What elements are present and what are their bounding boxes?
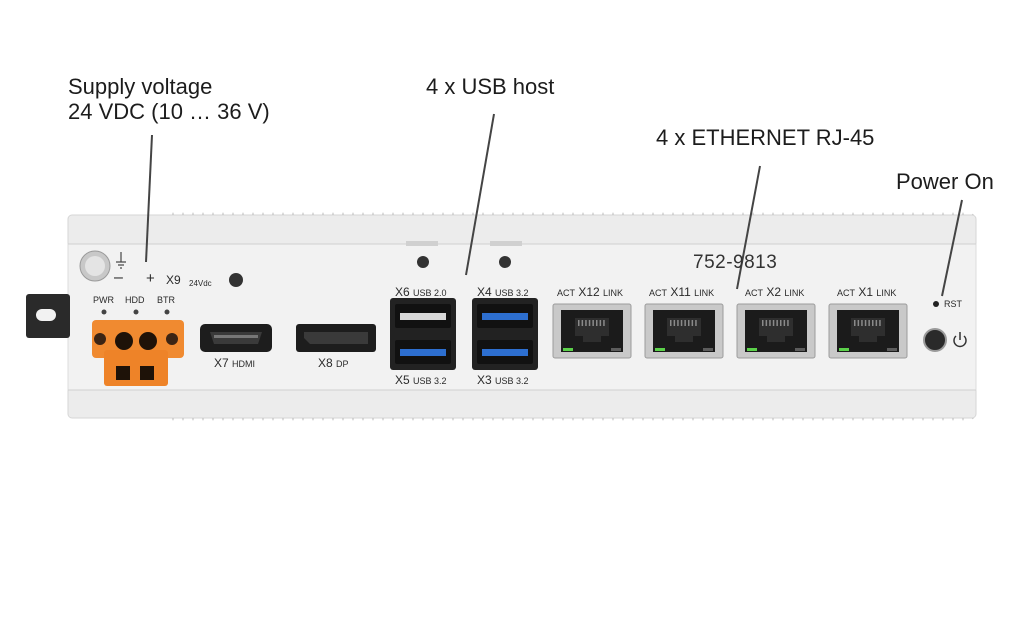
usb-type-x5: USB 3.2 bbox=[413, 376, 447, 386]
hdmi-port bbox=[200, 324, 272, 352]
eth-link-x1: LINK bbox=[876, 288, 897, 298]
eth-link-x2: LINK bbox=[784, 288, 805, 298]
eth-label-x12: ACT X12 LINK bbox=[557, 285, 623, 299]
hdmi-label: X7 HDMI bbox=[214, 356, 255, 370]
usb-type-x6: USB 2.0 bbox=[413, 288, 447, 298]
led-btr bbox=[164, 309, 170, 315]
eth-act-x1: ACT bbox=[837, 288, 855, 298]
supply-callout-line2: 24 VDC (10 … 36 V) bbox=[68, 99, 270, 124]
supply-callout-line1: Supply voltage bbox=[68, 74, 213, 99]
hdmi-connector-name: X7 bbox=[214, 356, 229, 370]
minus-sign: – bbox=[114, 269, 123, 286]
usb-name-x4: X4 bbox=[477, 285, 492, 299]
eth-name-x2: X2 bbox=[766, 285, 782, 299]
supply-indicator-hole bbox=[229, 273, 243, 287]
usb-name-x6: X6 bbox=[395, 285, 410, 299]
dp-connector-name: X8 bbox=[318, 356, 333, 370]
din-bracket bbox=[26, 294, 70, 338]
usb-screw-hole-left bbox=[417, 256, 429, 268]
rst-label: RST bbox=[944, 299, 962, 309]
usb-screw-hole-right bbox=[499, 256, 511, 268]
dp-type: DP bbox=[336, 359, 349, 369]
dp-label: X8 DP bbox=[318, 356, 349, 370]
ground-screw bbox=[79, 250, 111, 282]
eth-act-x11: ACT bbox=[649, 288, 667, 298]
led-label-pwr: PWR bbox=[93, 295, 114, 305]
usb-type-x4: USB 3.2 bbox=[495, 288, 529, 298]
usb-stack-left bbox=[390, 298, 456, 370]
usb-label-x3: X3 USB 3.2 bbox=[477, 373, 529, 387]
ground-symbol-icon bbox=[116, 252, 126, 269]
eth-name-x11: X11 bbox=[670, 285, 691, 299]
hdmi-type: HDMI bbox=[232, 359, 256, 369]
ethernet-ports bbox=[552, 303, 908, 359]
plus-sign: + bbox=[146, 270, 155, 287]
ethernet-port-x11 bbox=[644, 303, 724, 359]
usb-leader-line bbox=[465, 113, 495, 276]
supply-leader-line bbox=[145, 134, 153, 263]
usb-callout: 4 x USB host bbox=[426, 74, 555, 99]
usb-stack-right bbox=[472, 298, 538, 370]
usb-name-x5: X5 bbox=[395, 373, 410, 387]
power-callout: Power On bbox=[896, 169, 994, 194]
eth-link-x12: LINK bbox=[603, 288, 624, 298]
usb-label-x5: X5 USB 3.2 bbox=[395, 373, 447, 387]
eth-link-x11: LINK bbox=[694, 288, 715, 298]
ethernet-callout: 4 x ETHERNET RJ-45 bbox=[656, 125, 875, 150]
usb-label-x4: X4 USB 3.2 bbox=[477, 285, 529, 299]
supply-terminal bbox=[92, 320, 184, 386]
eth-label-x1: ACT X1 LINK bbox=[837, 285, 896, 299]
eth-act-x12: ACT bbox=[557, 288, 575, 298]
supply-voltage-callout: Supply voltage 24 VDC (10 … 36 V) bbox=[68, 74, 270, 124]
eth-act-x2: ACT bbox=[745, 288, 763, 298]
rst-led bbox=[933, 301, 939, 307]
usb-label-x6: X6 USB 2.0 bbox=[395, 285, 447, 299]
eth-name-x12: X12 bbox=[578, 285, 600, 299]
power-leader-line bbox=[941, 199, 963, 297]
displayport-port bbox=[296, 324, 376, 352]
model-number: 752-9813 bbox=[693, 252, 778, 273]
eth-label-x2: ACT X2 LINK bbox=[745, 285, 804, 299]
led-label-btr: BTR bbox=[157, 295, 175, 305]
supply-rating: 24Vdc bbox=[189, 279, 212, 288]
usb-name-x3: X3 bbox=[477, 373, 492, 387]
usb-type-x3: USB 3.2 bbox=[495, 376, 529, 386]
eth-label-x11: ACT X11 LINK bbox=[649, 285, 714, 299]
power-button bbox=[923, 328, 947, 352]
ethernet-port-x2 bbox=[736, 303, 816, 359]
led-pwr bbox=[101, 309, 107, 315]
ethernet-port-x12 bbox=[552, 303, 632, 359]
led-hdd bbox=[133, 309, 139, 315]
supply-connector-name: X9 bbox=[166, 273, 181, 287]
ethernet-port-x1 bbox=[828, 303, 908, 359]
led-label-hdd: HDD bbox=[125, 295, 145, 305]
eth-name-x1: X1 bbox=[858, 285, 874, 299]
power-symbol-icon bbox=[953, 332, 967, 348]
ethernet-leader-line bbox=[736, 165, 761, 290]
